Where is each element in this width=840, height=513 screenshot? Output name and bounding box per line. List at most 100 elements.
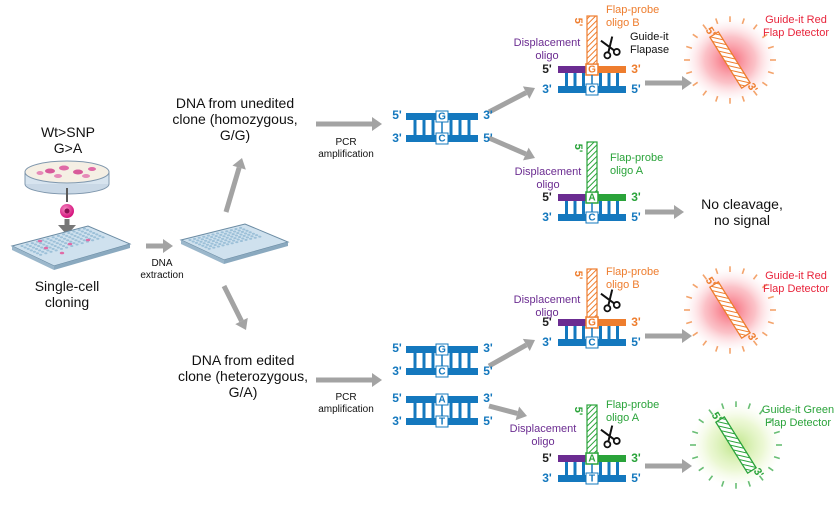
plate-well <box>68 236 72 239</box>
plate-well <box>89 230 93 233</box>
arrow-to-unedited-head <box>232 158 246 170</box>
flap-5prime-arm <box>586 15 598 65</box>
plate-well <box>222 235 226 238</box>
arrow-to-probe-b-shaft <box>487 90 528 115</box>
base-pair-rung <box>413 403 417 418</box>
plate-well <box>198 243 202 246</box>
plate-well <box>35 252 40 255</box>
probe-complex-a-edited: AT5'5'3'3'5' <box>542 404 641 485</box>
plate-well <box>65 234 69 237</box>
signal-ray <box>773 455 780 460</box>
plate-well <box>76 236 80 239</box>
plate-well <box>80 242 84 245</box>
plate-well <box>197 236 201 239</box>
plate-well <box>215 241 219 244</box>
template-base: C <box>588 85 595 96</box>
single-cell-icon <box>58 188 76 235</box>
base-pair-rung <box>599 462 602 475</box>
plate-well <box>213 244 217 247</box>
signal-ray <box>741 345 745 352</box>
scissors-blade <box>607 36 614 53</box>
plate-well <box>210 242 214 245</box>
plate-well <box>191 240 195 243</box>
plate-well <box>75 243 79 246</box>
flap-5prime-arm <box>586 268 598 318</box>
plate-well <box>64 242 68 245</box>
flap-five-prime: 5' <box>572 271 584 280</box>
plate-well <box>90 234 94 237</box>
plate-well <box>220 231 224 234</box>
five-prime-label: 5' <box>392 391 402 405</box>
probe-three-prime: 3' <box>631 451 641 465</box>
five-prime-label: 5' <box>483 364 493 378</box>
plate-well <box>209 245 213 248</box>
arrow-to-green-detector-head <box>682 459 692 473</box>
plate-well <box>45 245 49 247</box>
scissors-blade <box>600 39 615 52</box>
three-prime-label: 3' <box>392 364 402 378</box>
plate-well <box>241 237 245 240</box>
plate-well <box>44 252 48 255</box>
plate-well <box>37 245 41 247</box>
plate-well <box>49 239 53 242</box>
plate-well <box>230 242 234 245</box>
plate-well <box>65 246 69 249</box>
plate-well <box>39 242 43 245</box>
flap-five-prime: 5' <box>572 18 584 27</box>
three-prime-label: 3' <box>483 391 493 405</box>
plate-well <box>74 239 78 242</box>
plate-well <box>247 233 251 236</box>
plate-well <box>52 240 56 243</box>
plate-well <box>228 231 232 234</box>
plate-well <box>44 240 48 243</box>
displacement-five-prime: 5' <box>542 451 552 465</box>
signal-ray <box>702 340 708 346</box>
three-prime-label: 3' <box>392 414 402 428</box>
template-three-prime: 3' <box>542 471 552 485</box>
plate-well <box>81 234 85 237</box>
green-flap-detector: 5'3' <box>690 401 782 489</box>
plate-well <box>66 239 70 242</box>
arrow-to-unedited-shaft <box>223 166 242 213</box>
arrow-to-red-detector-head <box>682 76 692 90</box>
signal-ray <box>741 268 745 275</box>
probe-three-prime: 3' <box>631 190 641 204</box>
displacement-oligo <box>558 319 586 326</box>
plate-well <box>101 236 105 239</box>
plate-well <box>20 245 24 247</box>
plate-well <box>26 247 30 250</box>
plate-well <box>92 231 96 234</box>
signal-ray <box>692 33 699 39</box>
plate-well <box>23 246 27 249</box>
signal-ray <box>767 320 774 325</box>
plate-well <box>193 237 197 240</box>
arrow-to-red-detector-2-head <box>682 329 692 343</box>
base-pair-rung <box>573 73 577 86</box>
signal-ray <box>767 466 774 472</box>
plate-well <box>244 232 248 235</box>
flap-five-prime: 5' <box>572 407 584 416</box>
plate-well <box>29 249 33 252</box>
plate-well <box>202 235 206 238</box>
base-pair-rung <box>607 462 611 475</box>
plate-well <box>240 230 244 233</box>
plate-well <box>72 230 76 233</box>
plate-well <box>47 242 51 245</box>
plate-well <box>79 237 83 240</box>
scissors-icon <box>600 36 621 60</box>
plate-well <box>95 233 99 236</box>
arrow-to-probe-a-2-head <box>515 406 527 421</box>
five-prime-label: 5' <box>392 341 402 355</box>
colony <box>37 239 43 243</box>
arrow-to-probe-b-2-head <box>522 338 535 352</box>
plate-well <box>73 234 77 237</box>
base-pair-rung <box>422 403 426 418</box>
probe-complex-a-unedited: AC5'5'3'3'5' <box>542 141 641 224</box>
plate-well <box>200 238 204 241</box>
signal-ray <box>715 95 719 102</box>
scissors-blade <box>600 428 615 441</box>
template-base: T <box>589 474 595 485</box>
